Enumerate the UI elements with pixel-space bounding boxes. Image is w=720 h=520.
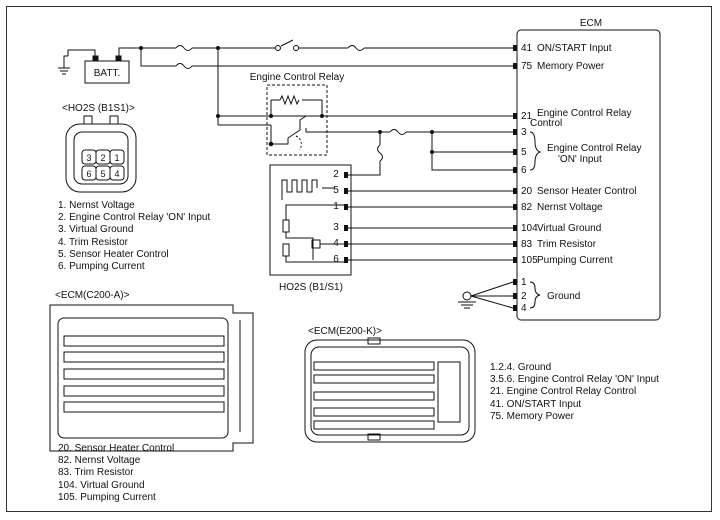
ground-brace — [529, 281, 541, 309]
battery-ground-symbol — [58, 55, 70, 75]
sensor-pin-num: 1 — [333, 201, 339, 212]
ground-label: Ground — [547, 291, 580, 302]
legend-item: 104. Virtual Ground — [58, 479, 145, 491]
relay-coil — [279, 94, 300, 106]
ecm-pin-num: 1 — [521, 277, 527, 288]
legend-item: 41. ON/START Input — [490, 398, 582, 410]
sensor-title: HO2S (B1/S1) — [279, 282, 343, 293]
c200-connector-title: <ECM(C200-A)> — [55, 290, 130, 301]
legend-item: 1.2.4. Ground — [490, 362, 552, 373]
ho2s-pump-cell — [282, 243, 290, 257]
ecm-pin-label: Pumping Current — [537, 255, 613, 266]
ecm-pin-label: Control — [530, 118, 562, 129]
ecm-pin-num: 21 — [521, 111, 533, 122]
ho2s-connector-pin: 1 — [114, 153, 119, 163]
ecm-pin-label: Sensor Heater Control — [537, 186, 637, 197]
ho2s-connector-face — [65, 115, 137, 193]
fuse-4 — [389, 129, 407, 135]
ecm-pin-num: 41 — [521, 43, 533, 54]
ecm-pin-num: 82 — [521, 202, 533, 213]
ho2s-connector-pin: 4 — [114, 169, 119, 179]
ecm-pin-label: Trim Resistor — [537, 239, 597, 250]
ho2s-sensor-box — [269, 164, 352, 276]
legend-item: 3. Virtual Ground — [58, 224, 134, 236]
legend-item: 75. Memory Power — [490, 410, 574, 422]
sensor-pin-num: 6 — [333, 254, 339, 265]
sensor-pin-num: 2 — [333, 169, 339, 180]
ignition-switch-contact-b — [293, 45, 299, 51]
legend-item: 105. Pumping Current — [58, 491, 156, 503]
ecm-pin-num: 105 — [521, 255, 538, 266]
legend-item: 20. Sensor Heater Control — [58, 443, 175, 454]
fuse-3 — [175, 63, 193, 69]
ecm-pin-label: ON/START Input — [537, 43, 612, 54]
ecm-pin-label: Engine Control Relay — [537, 108, 632, 119]
battery-box — [84, 60, 130, 84]
fuse-1 — [175, 45, 193, 51]
ecm-pin-num: 6 — [521, 165, 527, 176]
ho2s-pin-legend: 1. Nernst Voltage 2. Engine Control Rela… — [58, 200, 210, 273]
ecm-ground-symbol — [458, 291, 476, 309]
ecm-pin-num: 104 — [521, 223, 538, 234]
relay-on-brace — [529, 131, 542, 171]
legend-item: 5. Sensor Heater Control — [58, 248, 169, 260]
ho2s-connector-pin: 2 — [100, 153, 105, 163]
legend-item: 2. Engine Control Relay 'ON' Input — [58, 212, 211, 224]
sensor-pin-num: 4 — [333, 238, 339, 249]
legend-item: 3.5.6. Engine Control Relay 'ON' Input — [490, 374, 659, 386]
ecm-pin-num: 4 — [521, 303, 527, 314]
e200-pin-legend: 1.2.4. Ground 3.5.6. Engine Control Rela… — [490, 362, 659, 423]
relay-switch-lever — [287, 129, 301, 139]
ecm-box — [516, 29, 661, 321]
ecm-e200-connector-face — [304, 337, 476, 443]
ho2s-connector-pin: 5 — [100, 169, 105, 179]
ecm-pin-num: 5 — [521, 147, 527, 158]
battery-label: BATT. — [94, 68, 120, 79]
ecm-c200-connector-face — [49, 304, 254, 452]
relay-box — [266, 84, 328, 156]
diagram-frame — [6, 6, 712, 512]
ignition-switch-lever — [280, 39, 294, 47]
legend-item: 6. Pumping Current — [58, 261, 145, 273]
ecm-title: ECM — [580, 18, 602, 29]
ecm-pin-label: Memory Power — [537, 61, 605, 72]
legend-item: 83. Trim Resistor — [58, 467, 134, 479]
sensor-pin-num: 5 — [333, 185, 339, 196]
ho2s-connector-pin: 6 — [86, 169, 91, 179]
relay-title: Engine Control Relay — [250, 72, 345, 83]
legend-item: 82. Nernst Voltage — [58, 455, 141, 467]
ecm-pin-num: 3 — [521, 127, 527, 138]
fuse-2 — [347, 45, 365, 51]
legend-item: 1. Nernst Voltage — [58, 200, 135, 211]
relay-on-label-line1: Engine Control Relay — [547, 143, 642, 154]
ecm-pin-num: 20 — [521, 186, 533, 197]
c200-pin-legend: 20. Sensor Heater Control 82. Nernst Vol… — [58, 443, 174, 504]
ecm-pin-terminals — [139, 45, 517, 311]
ecm-pin-num: 83 — [521, 239, 533, 250]
fuse-5 — [377, 144, 383, 162]
ho2s-nernst-cell — [282, 219, 290, 233]
ecm-pin-label: Virtual Ground — [537, 223, 601, 234]
ho2s-connector-pin: 3 — [86, 153, 91, 163]
ecm-pin-num: 2 — [521, 291, 527, 302]
ignition-switch-contact-a — [275, 45, 281, 51]
ecm-pin-num: 75 — [521, 61, 533, 72]
ho2s-heater-element — [281, 179, 318, 193]
relay-on-label-line2: 'ON' Input — [558, 154, 602, 165]
sensor-pin-num: 3 — [333, 222, 339, 233]
legend-item: 4. Trim Resistor — [58, 236, 129, 248]
ecm-pin-label: Nernst Voltage — [537, 202, 603, 213]
legend-item: 21. Engine Control Relay Control — [490, 386, 637, 398]
ho2s-connector-title: <HO2S (B1S1)> — [62, 103, 135, 114]
e200-connector-title: <ECM(E200-K)> — [308, 326, 382, 337]
